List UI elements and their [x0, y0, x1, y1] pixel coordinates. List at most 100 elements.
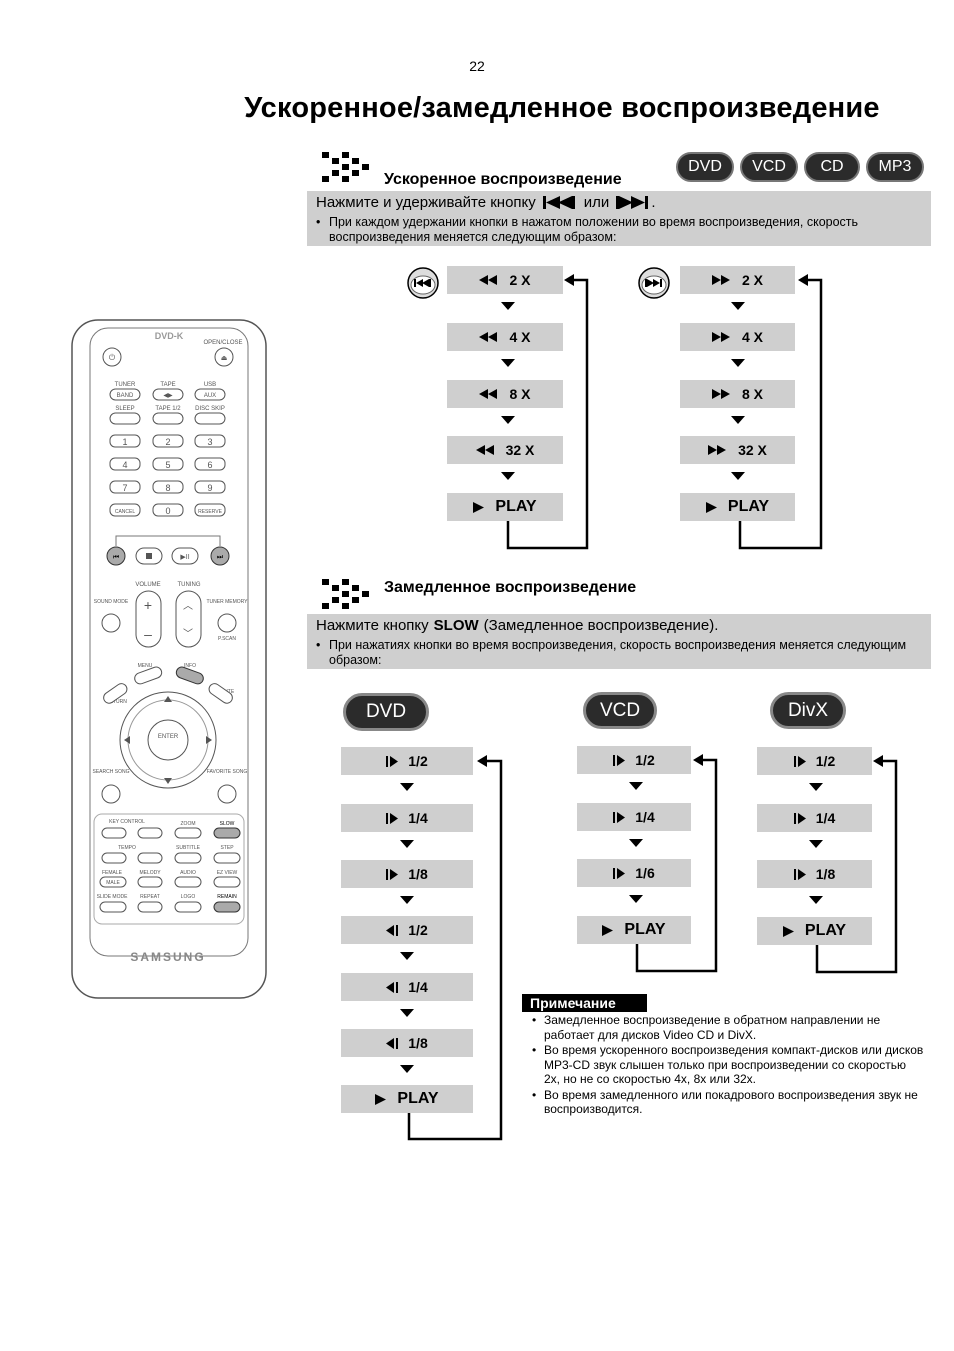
digit-7[interactable]: 7 [122, 483, 127, 493]
rewind-flow-arrows [440, 266, 600, 556]
band-label: BAND [117, 393, 134, 399]
tempo-minus-button[interactable] [102, 853, 126, 863]
svg-text:⏏: ⏏ [221, 355, 228, 362]
zoom-button[interactable] [175, 828, 201, 838]
slide-mode-button[interactable] [100, 902, 126, 912]
key-flat-button[interactable] [102, 828, 126, 838]
repeat-button[interactable] [138, 902, 162, 912]
fast-instruction-bar: Нажмите и удерживайте кнопку или . •При … [307, 191, 931, 246]
menu-label: MENU [138, 663, 153, 669]
fast-bullet: •При каждом удержании кнопки в нажатом п… [316, 215, 919, 245]
tape12-button[interactable] [153, 413, 183, 424]
tuning-label: TUNING [178, 582, 201, 588]
slow-instruction-bar: Нажмите кнопку SLOW (Замедленное воспрои… [307, 614, 931, 669]
favorite-song-button[interactable] [218, 785, 236, 803]
aux-label: AUX [204, 393, 216, 399]
step-button[interactable] [214, 853, 240, 863]
step-label: STEP [220, 845, 234, 851]
slow-instruction-text: Нажмите кнопку [316, 617, 429, 634]
svg-text:⏻: ⏻ [109, 353, 116, 362]
digit-6[interactable]: 6 [207, 460, 212, 470]
melody-button[interactable] [138, 877, 162, 887]
tape12-label: TAPE 1/2 [155, 406, 181, 412]
sound-mode-button[interactable] [102, 614, 120, 632]
digit-5[interactable]: 5 [165, 460, 170, 470]
section-arrow-icon [318, 150, 370, 190]
slow-button[interactable] [214, 828, 240, 838]
note-item: Во время ускоренного воспроизведения ком… [530, 1043, 925, 1087]
cancel-label[interactable]: CANCEL [115, 509, 136, 515]
audio-label: AUDIO [180, 870, 196, 876]
ez-view-button[interactable] [214, 877, 240, 887]
page-number: 22 [0, 58, 954, 74]
disc-badges: DVD VCD CD MP3 [676, 152, 924, 182]
favorite-song-label: FAVORITE SONG [207, 769, 248, 775]
ez-view-label: EZ VIEW [217, 870, 238, 876]
digit-0[interactable]: 0 [165, 506, 170, 516]
logo-label: LOGO [181, 894, 196, 900]
samsung-logo: SAMSUNG [130, 950, 205, 964]
svg-text:﹀: ﹀ [183, 628, 193, 640]
note-list: Замедленное воспроизведение в обратном н… [530, 1013, 925, 1118]
note-item: Во время замедленного или покадрового во… [530, 1088, 925, 1117]
remain-button[interactable] [214, 902, 240, 912]
sleep-button[interactable] [110, 413, 140, 424]
digit-1[interactable]: 1 [122, 437, 127, 447]
digit-3[interactable]: 3 [207, 437, 212, 447]
svg-text:▶II: ▶II [180, 554, 189, 561]
key-sharp-button[interactable] [138, 828, 162, 838]
usb-label: USB [204, 382, 216, 388]
disc-badge-dvd: DVD [676, 152, 734, 182]
melody-label: MELODY [139, 870, 161, 876]
slow-bullet-text: При нажатиях кнопки во время воспроизвед… [329, 638, 906, 667]
tuner-memory-button[interactable] [218, 614, 236, 632]
reserve-label[interactable]: RESERVE [198, 509, 222, 515]
fast-instruction-end: . [651, 194, 655, 211]
audio-button[interactable] [175, 877, 201, 887]
zoom-label: ZOOM [181, 821, 196, 827]
svg-text:⏮: ⏮ [113, 554, 119, 561]
search-song-button[interactable] [102, 785, 120, 803]
skip-back-icon [542, 195, 578, 210]
subtitle-button[interactable] [175, 853, 201, 863]
rewind-button-icon [406, 266, 440, 300]
digit-2[interactable]: 2 [165, 437, 170, 447]
disc-badge-cd: CD [804, 152, 860, 182]
page-title: Ускоренное/замедленное воспроизведение [0, 92, 954, 125]
tempo-label: TEMPO [118, 845, 136, 851]
forward-button-icon [637, 266, 671, 300]
fast-instruction-text: Нажмите и удерживайте кнопку [316, 194, 536, 211]
repeat-label: REPEAT [140, 894, 160, 900]
logo-button[interactable] [175, 902, 201, 912]
volume-label: VOLUME [135, 582, 160, 588]
disc-badge-vcd: VCD [740, 152, 798, 182]
fast-bullet-text: При каждом удержании кнопки в нажатом по… [329, 215, 858, 244]
key-control-label: KEY CONTROL [109, 819, 145, 825]
svg-text:◀▶: ◀▶ [163, 393, 173, 399]
skip-forward-icon [615, 195, 651, 210]
svg-text:–: – [144, 626, 152, 642]
disc-skip-label: DISC SKIP [195, 406, 225, 412]
p-scan-label: P.SCAN [218, 636, 236, 642]
remote-open-close-label: OPEN/CLOSE [203, 340, 242, 346]
remain-label: REMAIN [217, 894, 237, 900]
subtitle-label: SUBTITLE [176, 845, 201, 851]
slide-mode-label: SLIDE MODE [97, 894, 129, 900]
sound-mode-label: SOUND MODE [94, 599, 129, 605]
enter-button[interactable] [148, 720, 188, 760]
digit-8[interactable]: 8 [165, 483, 170, 493]
digit-4[interactable]: 4 [122, 460, 127, 470]
tempo-plus-button[interactable] [138, 853, 162, 863]
vcd-badge: VCD [583, 692, 657, 729]
note-label: Примечание [522, 994, 647, 1012]
remote-logo: DVD-K [155, 331, 184, 341]
vcd-flow-arrows [577, 746, 727, 976]
svg-text:+: + [144, 597, 152, 613]
fast-heading: Ускоренное воспроизведение [384, 171, 622, 189]
section-arrow-icon [318, 577, 370, 617]
svg-text:⏭: ⏭ [217, 554, 224, 561]
slow-label: SLOW [220, 821, 235, 827]
sleep-label: SLEEP [115, 406, 134, 412]
digit-9[interactable]: 9 [207, 483, 212, 493]
disc-skip-button[interactable] [195, 413, 225, 424]
